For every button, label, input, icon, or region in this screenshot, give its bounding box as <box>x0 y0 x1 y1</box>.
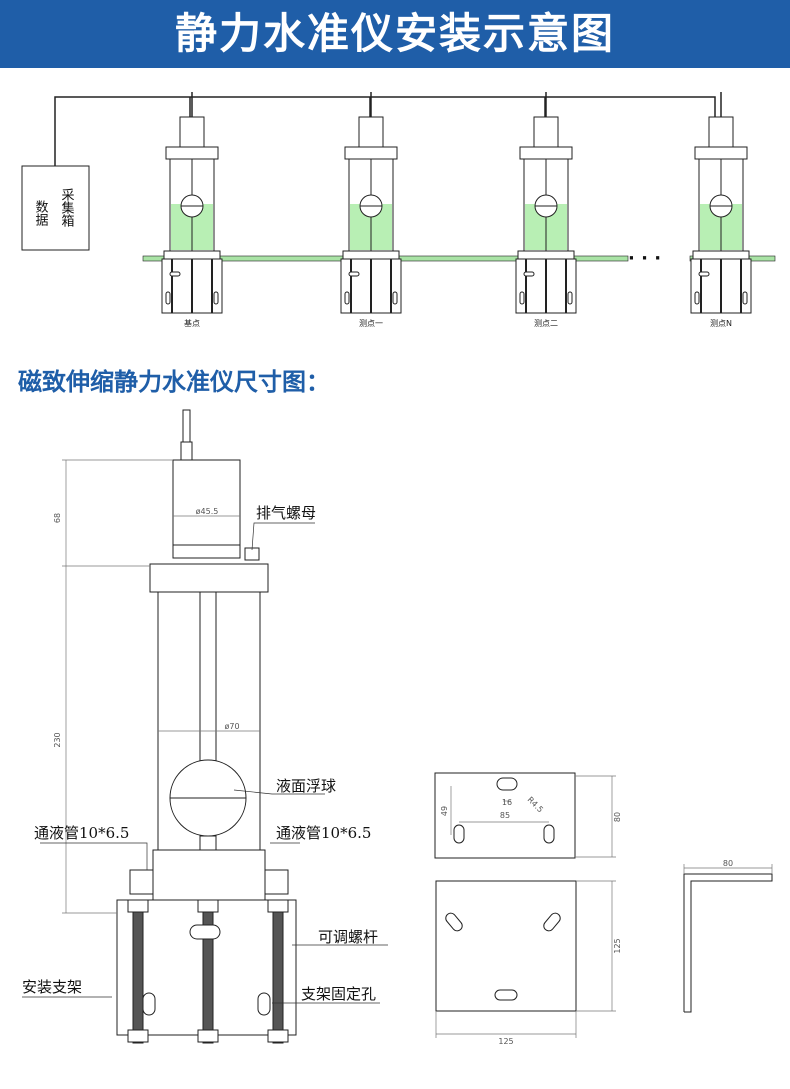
dim-plate2-side: 125 <box>613 938 622 953</box>
dimension-drawing <box>22 409 773 1044</box>
gauge-point-n <box>690 91 752 314</box>
gauge-point-2 <box>515 91 577 314</box>
gauge-point-1 <box>340 91 402 314</box>
dim-plate2-bottom: 125 <box>498 1037 513 1046</box>
data-collector-box <box>21 165 90 251</box>
dim-plate-side: 80 <box>613 812 622 822</box>
label-vent-nut: 排气螺母 <box>256 504 316 522</box>
page-title-banner: 静力水准仪安装示意图 <box>0 0 790 68</box>
point-label-base: 基点 <box>184 318 200 328</box>
pipe-ellipsis: · · · <box>628 248 661 269</box>
label-adjust-screw: 可调螺杆 <box>318 928 378 946</box>
collector-label-1: 数据 <box>33 200 49 226</box>
label-mount-bracket: 安装支架 <box>22 978 82 996</box>
label-float-ball: 液面浮球 <box>276 777 336 795</box>
point-label-2: 测点二 <box>534 319 558 328</box>
dim-plate-hole-pitch: 85 <box>500 811 510 820</box>
install-schematic: 数据 采集箱 · · · 基点 测点一 测点二 测点N <box>21 91 776 328</box>
dim-top-height: 68 <box>53 513 62 523</box>
dim-plate-hole-height: 49 <box>440 806 449 816</box>
dim-body-height: 230 <box>53 732 62 747</box>
point-label-n: 测点N <box>710 319 732 328</box>
point-label-1: 测点一 <box>359 319 383 328</box>
collector-label-2: 采集箱 <box>59 188 75 227</box>
dim-tube-diameter: ø70 <box>224 722 239 731</box>
label-bracket-hole: 支架固定孔 <box>301 985 376 1003</box>
label-pipe-left: 通液管10*6.5 <box>34 824 129 842</box>
label-pipe-right: 通液管10*6.5 <box>276 824 371 842</box>
gauge-base-point <box>161 91 223 314</box>
dim-angle-top: 80 <box>723 859 733 868</box>
dim-head-diameter: ø45.5 <box>196 507 219 516</box>
dim-plate-slot: 16 <box>502 798 512 807</box>
section-title-dimensions: 磁致伸缩静力水准仪尺寸图： <box>18 368 330 396</box>
